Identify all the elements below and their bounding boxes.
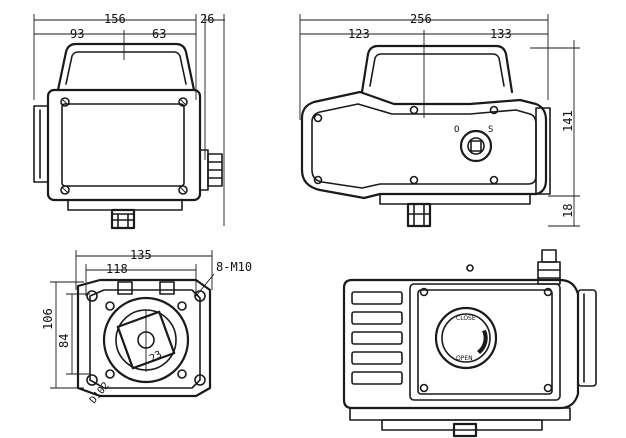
- switch-s-label: S: [488, 125, 493, 135]
- dim-133: 133: [490, 27, 512, 41]
- dim-23: 23: [148, 349, 164, 365]
- dim-118: 118: [106, 262, 128, 276]
- bolts: [60, 97, 188, 195]
- dim-156: 156: [104, 12, 126, 26]
- dial-open-label: OPEN: [456, 355, 473, 362]
- side-view-with-dial: CLOSE OPEN: [342, 249, 597, 438]
- dim-141: 141: [561, 110, 575, 132]
- dim-106: 106: [41, 308, 55, 330]
- dim-123: 123: [348, 27, 370, 41]
- dim-84: 84: [57, 334, 71, 348]
- front-elevation-view: 156 93 63 26: [33, 12, 225, 230]
- dim-63: 63: [152, 27, 166, 41]
- cable-gland: [199, 149, 223, 191]
- top-plan-view: 256 123 133 141 18 O S: [299, 12, 580, 228]
- bolt-spec-label: 8-M10: [216, 260, 252, 274]
- dim-18: 18: [561, 204, 575, 218]
- switch-o-label: O: [454, 125, 459, 135]
- dim-256: 256: [410, 12, 432, 26]
- dim-93: 93: [70, 27, 84, 41]
- cooling-fins: [351, 291, 403, 385]
- dim-135: 135: [130, 248, 152, 262]
- dim-26: 26: [200, 12, 214, 26]
- flange-view: 135 118 8-M10 106 84 23 D102: [41, 248, 252, 406]
- dial-close-label: CLOSE: [456, 315, 476, 322]
